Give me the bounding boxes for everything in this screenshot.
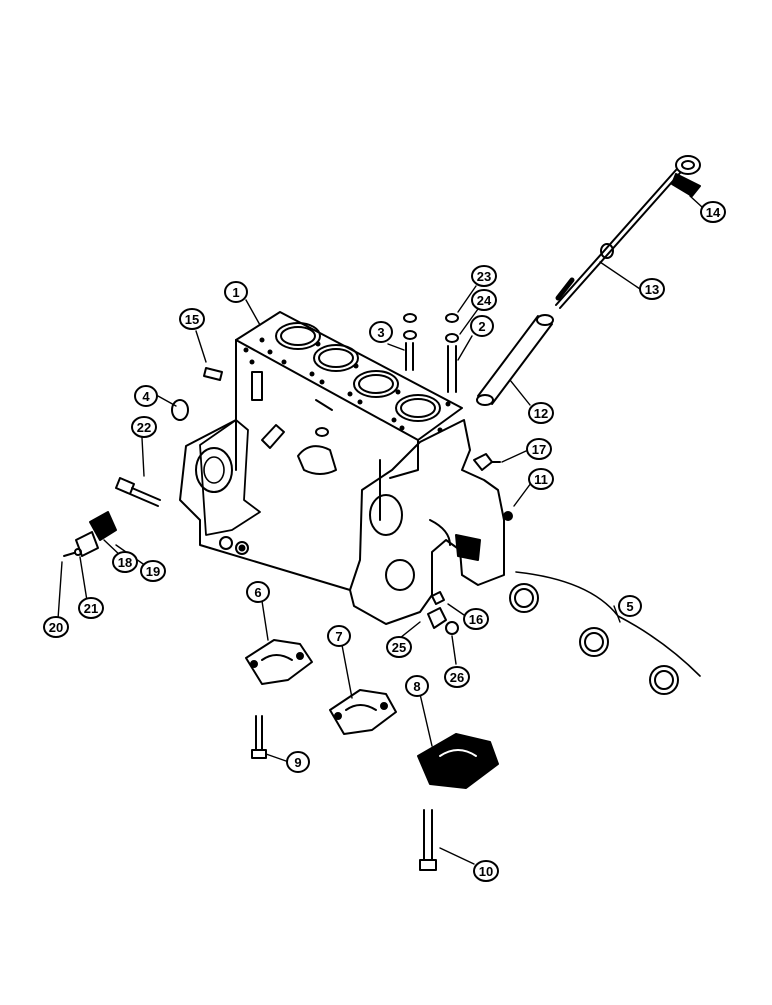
washer-21 [74,548,82,556]
callout-9: 9 [286,751,310,773]
callout-label-16: 16 [469,612,483,627]
callout-23: 23 [471,265,497,287]
callout-label-22: 22 [137,420,151,435]
callout-15: 15 [179,308,205,330]
callout-label-12: 12 [534,406,548,421]
callout-label-14: 14 [706,205,721,220]
stud-2 [447,345,457,393]
callout-label-9: 9 [294,755,301,770]
washer-24 [445,333,459,343]
callout-label-19: 19 [146,564,160,579]
callout-label-21: 21 [84,601,98,616]
callout-label-8: 8 [413,679,420,694]
camshaft-bearings-5 [509,571,701,695]
callout-11: 11 [528,468,554,490]
fitting-17 [473,453,501,471]
bolt-22 [115,477,161,507]
nut-3 [403,313,417,323]
washer-3 [403,330,417,340]
callout-label-23: 23 [477,269,491,284]
callout-3: 3 [369,321,393,343]
callout-label-7: 7 [335,629,342,644]
expansion-plug-4 [171,399,189,421]
callout-22: 22 [131,416,157,438]
leader-lines [57,195,703,865]
callout-4: 4 [134,385,158,407]
callout-20: 20 [43,616,69,638]
washer-26 [445,621,459,635]
callout-label-11: 11 [534,472,548,487]
callout-label-25: 25 [392,640,406,655]
dipstick-13 [555,169,681,309]
callout-13: 13 [639,278,665,300]
callout-label-20: 20 [49,620,63,635]
callout-label-13: 13 [645,282,659,297]
callout-label-17: 17 [532,442,546,457]
screw-20 [63,552,75,557]
callout-label-1: 1 [232,285,239,300]
callout-label-5: 5 [626,599,633,614]
callout-1: 1 [224,281,248,303]
callout-26: 26 [444,666,470,688]
callout-label-3: 3 [377,325,384,340]
callout-24: 24 [471,289,497,311]
callout-5: 5 [618,595,642,617]
callout-label-24: 24 [477,293,492,308]
plug-11 [503,511,513,521]
dipstick-handle-14 [671,155,701,197]
callout-7: 7 [327,625,351,647]
callout-6: 6 [246,581,270,603]
plug-25 [427,607,447,629]
plate-19 [89,511,117,541]
callout-label-2: 2 [478,319,485,334]
callout-label-4: 4 [142,389,150,404]
bolt-10 [419,809,437,871]
plug-16 [431,591,445,605]
callout-19: 19 [140,560,166,582]
callout-14: 14 [700,201,726,223]
bearing-cap-8 [417,733,499,789]
bearing-cap-7 [329,689,397,735]
callout-label-26: 26 [450,670,464,685]
bearing-cap-6 [245,639,313,685]
gasket-18 [75,531,99,557]
callout-25: 25 [386,636,412,658]
callout-2: 2 [470,315,494,337]
callout-18: 18 [112,551,138,573]
dowel-15 [203,367,223,381]
callout-label-6: 6 [254,585,261,600]
nut-23 [445,313,459,323]
callouts: 1 2 3 4 5 6 7 8 9 10 11 12 13 14 15 16 1… [43,201,726,882]
callout-label-18: 18 [118,555,132,570]
callout-8: 8 [405,675,429,697]
callout-16: 16 [463,608,489,630]
callout-17: 17 [526,438,552,460]
stud-3 [405,342,414,371]
cylinder-block [179,311,505,625]
callout-10: 10 [473,860,499,882]
callout-12: 12 [528,402,554,424]
callout-21: 21 [78,597,104,619]
bolt-9 [251,715,267,759]
dipstick-tube-12 [476,314,554,406]
callout-label-10: 10 [479,864,493,879]
callout-label-15: 15 [185,312,199,327]
